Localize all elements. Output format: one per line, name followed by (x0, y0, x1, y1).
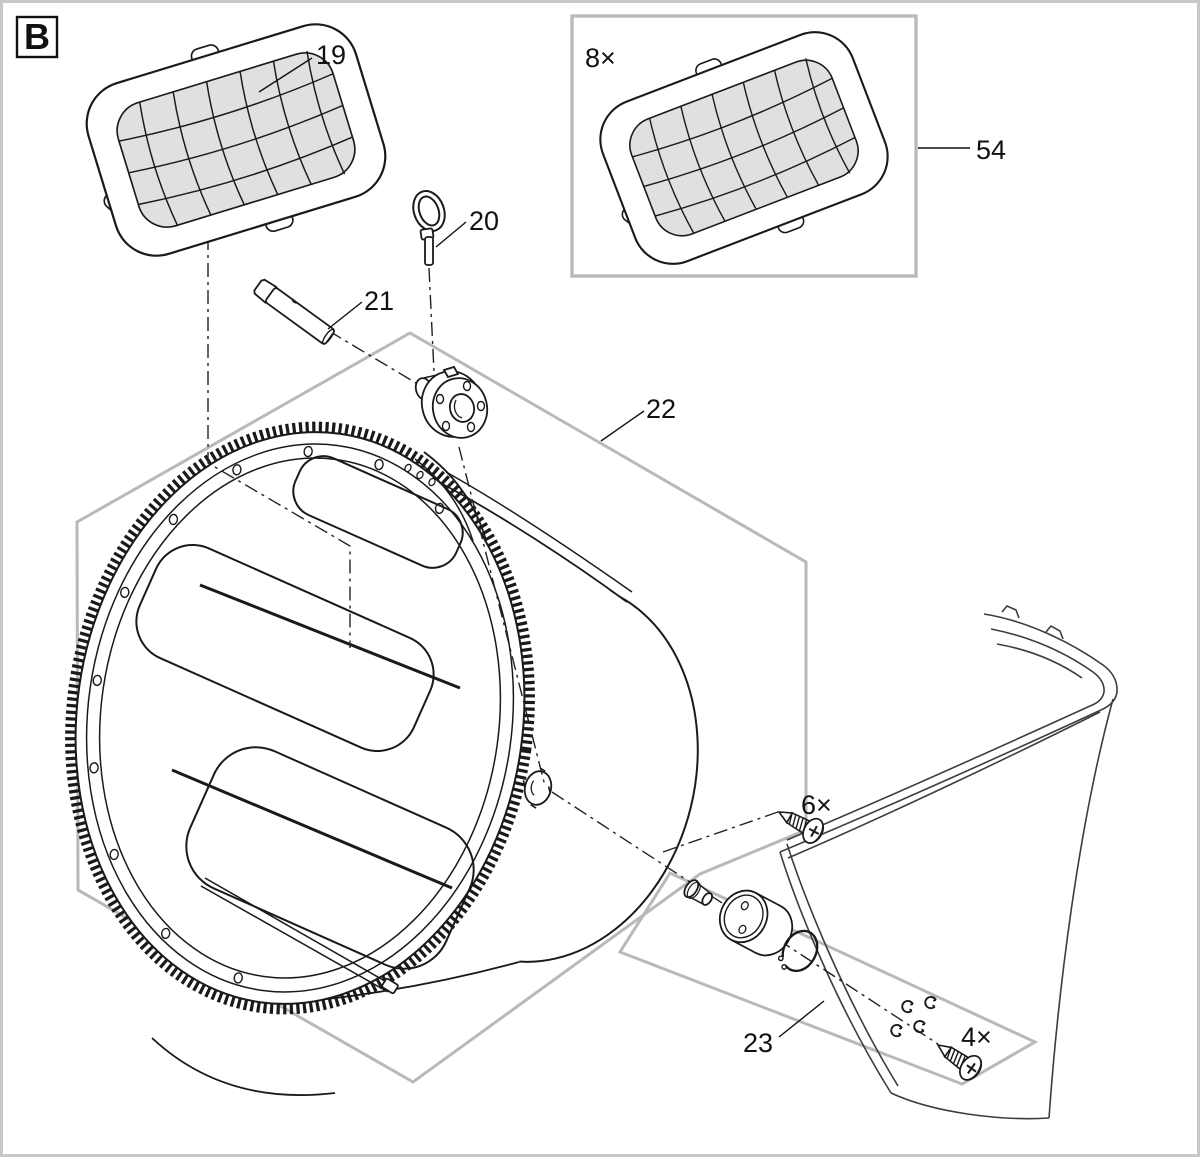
axle-pin (253, 278, 335, 345)
drum-axle-hub (522, 767, 553, 809)
callout-20: 20 (469, 206, 499, 236)
callout-21: 21 (364, 286, 394, 316)
leader-20 (435, 221, 467, 248)
view-label-box (15, 15, 59, 59)
callout-22: 22 (646, 394, 676, 424)
quantity-4x: 4× (961, 1022, 992, 1052)
callout-54: 54 (976, 135, 1006, 165)
centerline-panel19 (207, 236, 351, 648)
quantity-6x: 6× (801, 790, 832, 820)
bearing-cup (718, 889, 794, 957)
leader-21 (327, 301, 363, 330)
drum-assembly (65, 421, 699, 1096)
flange-bearing (414, 365, 489, 439)
centerline-screw6 (662, 811, 779, 853)
retaining-ring (777, 929, 819, 973)
view-label: B (24, 16, 50, 57)
drum-frame (135, 451, 487, 1096)
container-outline (779, 605, 1118, 1120)
quantity-8x: 8× (585, 43, 616, 73)
callout-23: 23 (743, 1028, 773, 1058)
bearing-set (683, 879, 938, 1039)
leader-23 (778, 1000, 825, 1038)
center-lines (207, 236, 939, 1045)
centerline-hub (458, 446, 546, 787)
leader-19 (258, 57, 313, 93)
leader-lines (258, 57, 970, 1038)
centerline-axle (551, 791, 939, 1045)
bearing-bush (683, 879, 714, 906)
leader-22 (600, 410, 645, 442)
ring-pin (412, 190, 446, 266)
rim-bolt-holes (89, 445, 445, 984)
centerline-pin20 (428, 267, 435, 373)
bearing-plate-outline (617, 871, 1039, 1086)
callout-19: 19 (316, 40, 346, 70)
